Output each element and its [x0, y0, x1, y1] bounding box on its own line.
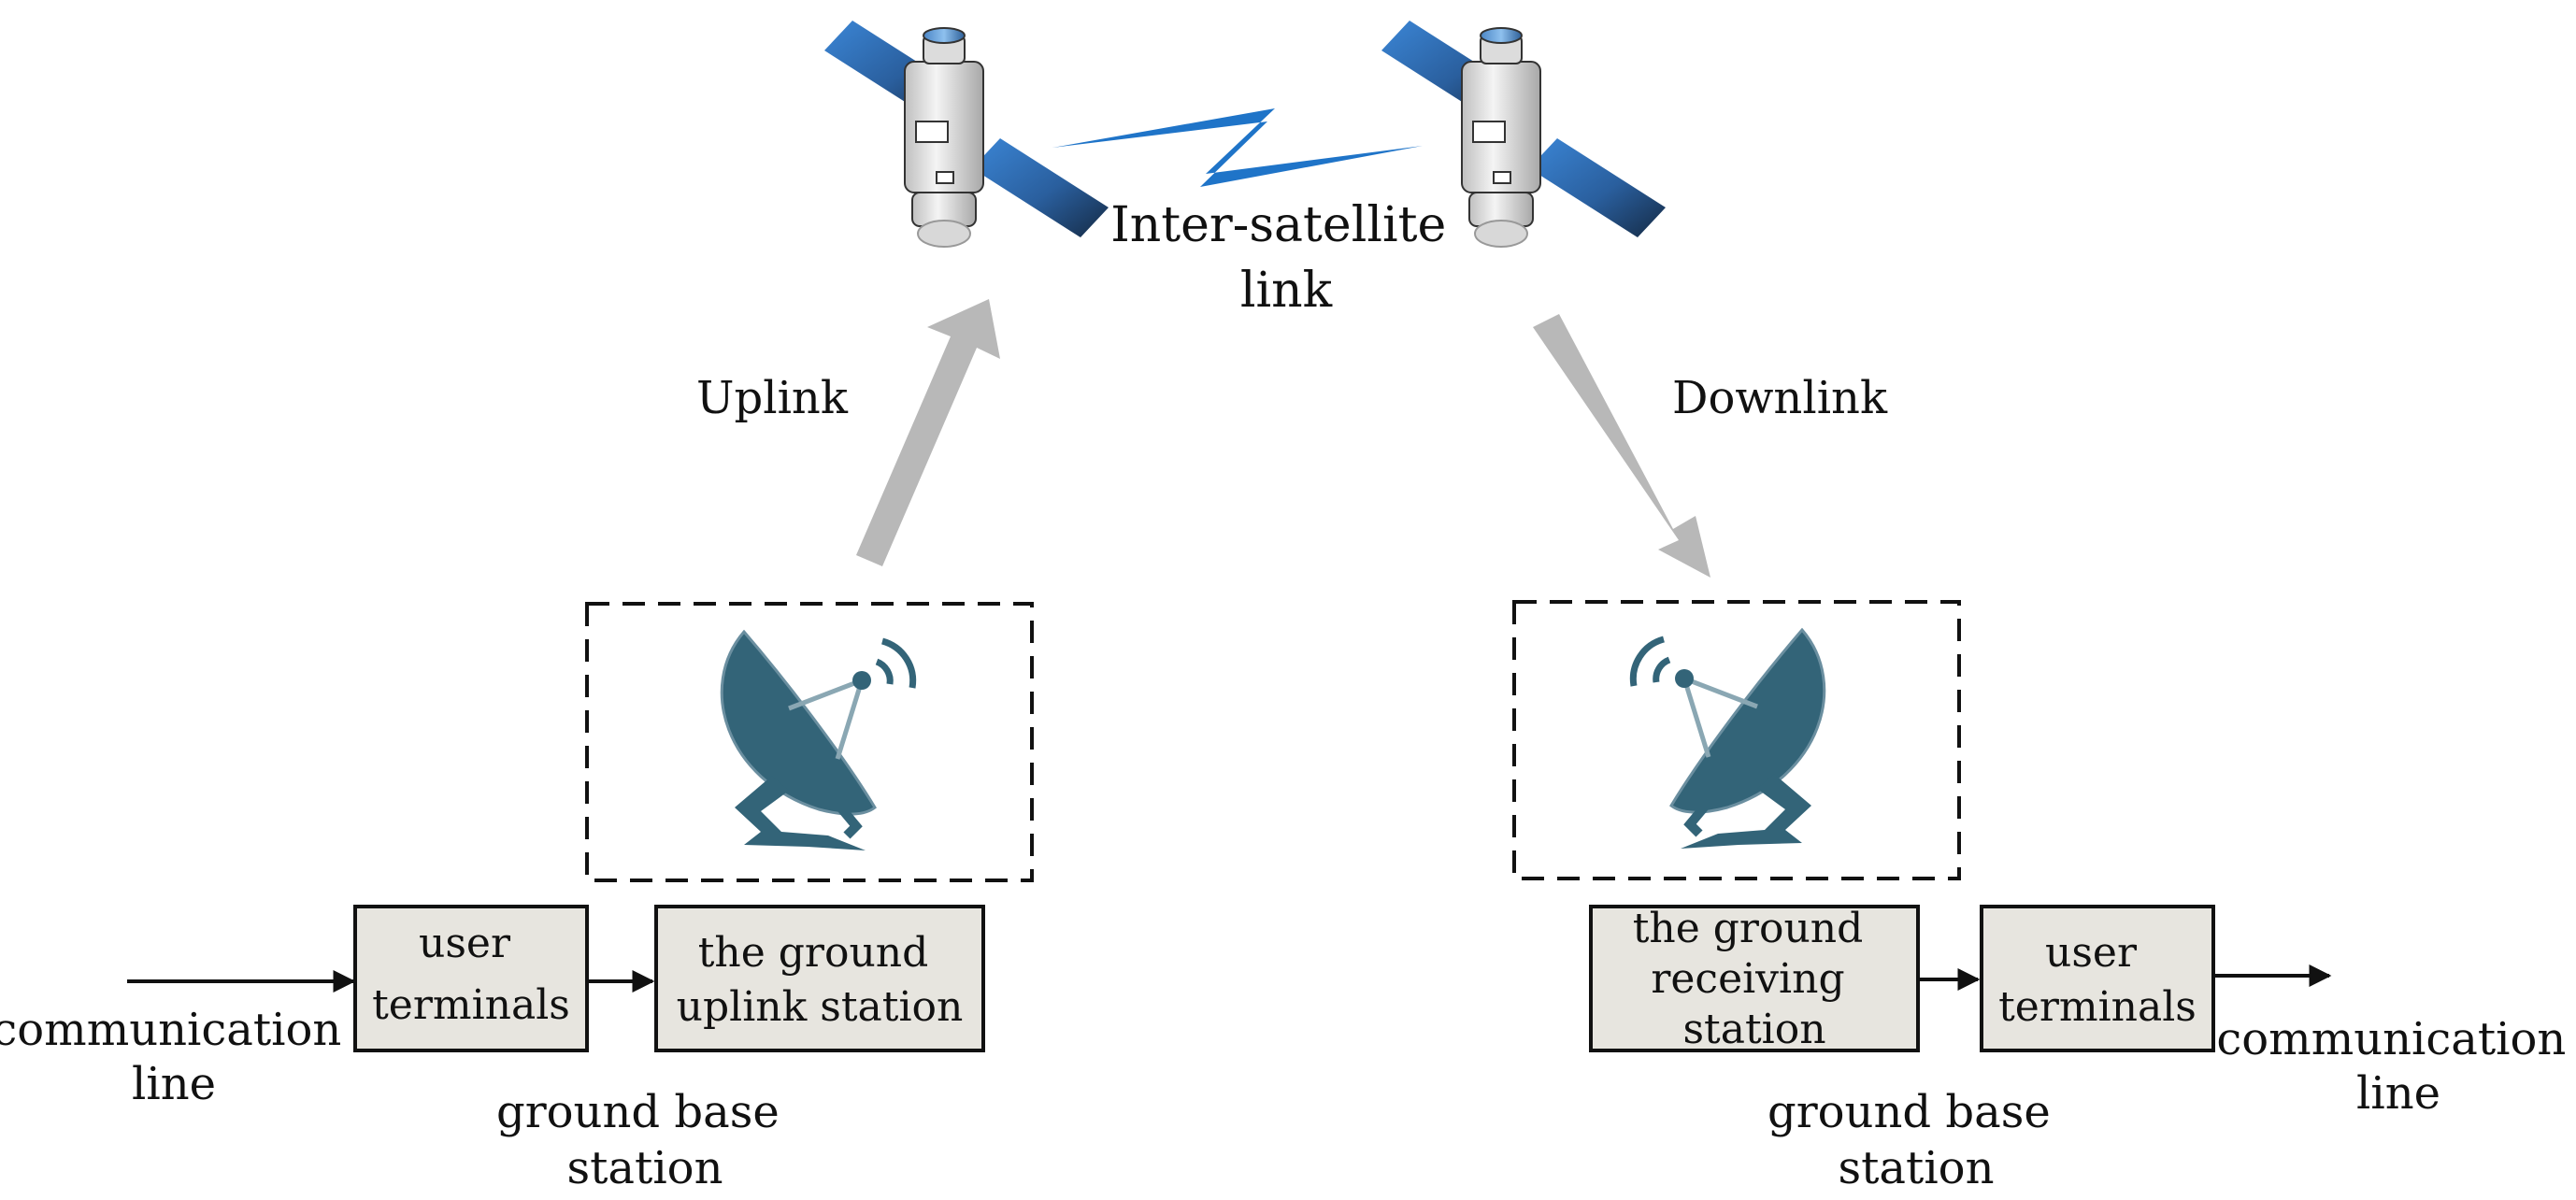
- inter-satellite-line-2: link: [1240, 263, 1333, 319]
- solar-panel-right: [1529, 138, 1666, 237]
- right-gbs-line-1: ground base: [1767, 1086, 2051, 1138]
- right-comm-line-1: communication: [2216, 1013, 2566, 1065]
- receiving-station-line-2: receiving: [1651, 955, 1844, 1003]
- uplink-station-line-2: uplink station: [677, 983, 964, 1031]
- ground-uplink-station-box: [654, 905, 985, 1052]
- satellite-icon: [824, 21, 1109, 248]
- uplink-label: Uplink: [696, 372, 849, 424]
- left-user-line-1: user: [419, 920, 511, 967]
- left-antenna-frame: [585, 602, 1034, 882]
- right-user-terminals-box: [1980, 905, 2215, 1052]
- left-ground-base-station-label: ground base station: [496, 1086, 794, 1194]
- lightning-bolt-icon: [1052, 108, 1423, 187]
- downlink-arrow-icon: [1533, 314, 1710, 578]
- right-ground-base-station-label: ground base station: [1767, 1086, 2065, 1194]
- left-comm-line-2: line: [132, 1058, 216, 1110]
- inter-satellite-link-label: Inter-satellite link: [1110, 197, 1462, 319]
- right-user-line-1: user: [2045, 929, 2138, 977]
- ground-receiving-station-label: the ground receiving station: [1633, 905, 1877, 1053]
- uplink-station-line-1: the ground: [698, 929, 929, 977]
- left-communication-line-label: communication line: [0, 1004, 356, 1110]
- left-gbs-line-2: station: [567, 1142, 723, 1194]
- downlink-label: Downlink: [1672, 372, 1888, 424]
- inter-satellite-line-1: Inter-satellite: [1110, 197, 1446, 253]
- ground-uplink-station-label: the ground uplink station: [677, 929, 964, 1031]
- right-user-terminals-label: user terminals: [1998, 929, 2197, 1031]
- right-user-line-2: terminals: [1998, 983, 2197, 1031]
- receiving-station-line-3: station: [1682, 1006, 1825, 1053]
- left-user-terminals-box: [353, 905, 589, 1052]
- left-user-line-2: terminals: [372, 981, 570, 1029]
- ground-receiving-station-box: [1589, 905, 1920, 1052]
- uplink-arrow-icon: [856, 299, 1000, 566]
- right-comm-line-2: line: [2356, 1067, 2440, 1120]
- left-user-terminals-label: user terminals: [372, 920, 570, 1029]
- left-comm-line-1: communication: [0, 1004, 341, 1056]
- solar-panel-right: [972, 138, 1109, 237]
- receiving-station-line-1: the ground: [1633, 905, 1864, 952]
- left-gbs-line-1: ground base: [496, 1086, 780, 1138]
- dish-antenna-icon: [720, 629, 917, 850]
- right-antenna-frame: [1512, 600, 1961, 880]
- satellite-icon: [1381, 21, 1666, 248]
- dish-antenna-icon: [1629, 627, 1826, 849]
- right-gbs-line-2: station: [1839, 1142, 1995, 1194]
- right-communication-line-label: communication line: [2216, 1013, 2576, 1120]
